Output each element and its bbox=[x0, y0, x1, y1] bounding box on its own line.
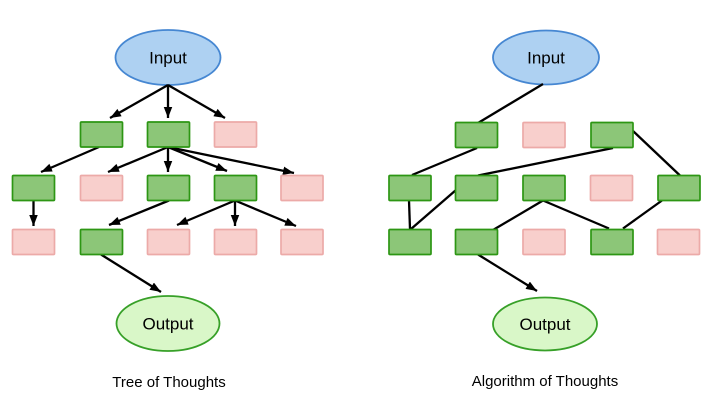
edge-arrow bbox=[167, 145, 295, 175]
diagram-caption: Algorithm of Thoughts bbox=[472, 373, 618, 390]
thought-node-pink bbox=[522, 228, 566, 256]
edge-arrow bbox=[100, 253, 162, 293]
edge-line bbox=[411, 146, 478, 177]
thought-node-green bbox=[454, 121, 499, 149]
thought-node-pink bbox=[79, 174, 124, 202]
edge-arrow bbox=[176, 199, 236, 227]
thought-node-green bbox=[213, 174, 258, 202]
tree-of-thoughts-diagram: Input Output Tree of Thoughts bbox=[11, 29, 324, 391]
edge-line bbox=[542, 199, 610, 230]
thought-node-green bbox=[388, 228, 432, 256]
edge-line bbox=[492, 199, 544, 231]
thought-node-green bbox=[454, 228, 499, 256]
output-label: Output bbox=[519, 315, 570, 334]
diagram-caption: Tree of Thoughts bbox=[112, 374, 225, 391]
thought-node-pink bbox=[146, 228, 191, 256]
edge-arrow bbox=[167, 145, 228, 173]
edge-line bbox=[477, 146, 614, 177]
thought-node-pink bbox=[213, 121, 258, 148]
thought-node-pink bbox=[280, 174, 324, 202]
edge-line bbox=[477, 83, 544, 124]
thought-node-green bbox=[454, 174, 499, 202]
thought-node-green bbox=[657, 174, 701, 202]
edge-line bbox=[407, 200, 412, 230]
edge-arrow bbox=[108, 199, 170, 227]
edge-line bbox=[410, 189, 457, 230]
tree-of-thoughts-shapes bbox=[11, 29, 324, 352]
thought-node-green bbox=[11, 174, 56, 202]
output-node bbox=[115, 295, 221, 352]
thought-node-green bbox=[146, 121, 191, 148]
thought-node-pink bbox=[656, 228, 701, 256]
edge-arrow bbox=[477, 253, 538, 292]
edge-arrow bbox=[107, 145, 169, 174]
thought-node-green bbox=[590, 121, 634, 149]
edge-arrow bbox=[167, 84, 226, 119]
thought-node-pink bbox=[589, 174, 634, 202]
output-label: Output bbox=[142, 315, 193, 334]
thought-node-green bbox=[146, 174, 191, 202]
edge-line bbox=[632, 130, 681, 177]
thought-node-green bbox=[590, 228, 634, 256]
thought-node-pink bbox=[280, 228, 324, 256]
output-node bbox=[492, 296, 598, 352]
thought-node-green bbox=[388, 174, 432, 202]
thought-node-green bbox=[522, 174, 566, 202]
thought-node-pink bbox=[213, 228, 258, 256]
input-label: Input bbox=[149, 49, 187, 68]
thought-node-green bbox=[79, 228, 124, 256]
input-node bbox=[492, 29, 600, 86]
algorithm-of-thoughts-shapes bbox=[388, 29, 701, 352]
edge-line bbox=[622, 199, 663, 230]
input-label: Input bbox=[527, 49, 565, 68]
thought-node-pink bbox=[522, 121, 566, 149]
edge-arrow bbox=[234, 199, 297, 228]
thought-node-green bbox=[79, 121, 124, 148]
algorithm-of-thoughts-diagram: Input Output Algorithm of Thoughts bbox=[388, 29, 701, 390]
thought-node-pink bbox=[11, 228, 56, 256]
edge-arrow bbox=[109, 84, 169, 119]
edge-arrow bbox=[40, 145, 100, 174]
